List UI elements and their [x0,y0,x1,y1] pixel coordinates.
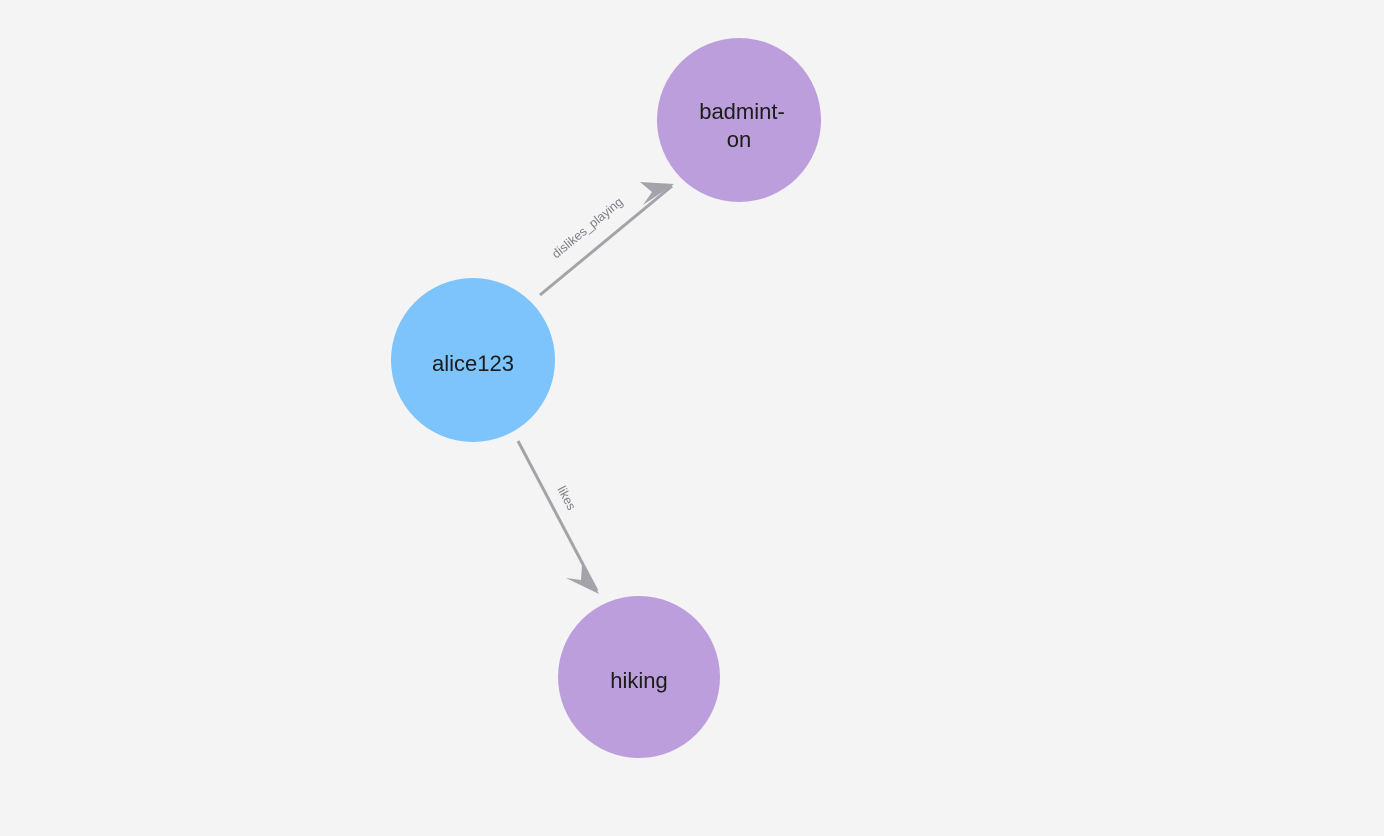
arrowhead-likes [566,565,599,594]
node-alice123[interactable]: alice123 [391,278,555,442]
node-circle-badminton[interactable] [657,38,821,202]
edge-label-likes: likes [555,484,579,513]
nodes-layer: alice123 badmint- on hiking [391,38,821,758]
edge-label-dislikes-playing: dislikes_playing [549,195,625,262]
node-badminton[interactable]: badmint- on [657,38,821,202]
node-circle-alice123[interactable] [391,278,555,442]
edge-likes[interactable]: likes [516,440,599,594]
node-hiking[interactable]: hiking [558,596,720,758]
arrowhead-dislikes-playing [640,182,674,205]
edge-dislikes-playing[interactable]: dislikes_playing [539,182,674,297]
edge-line-likes [516,440,599,592]
node-circle-hiking[interactable] [558,596,720,758]
edge-line-dislikes-playing [539,184,673,297]
